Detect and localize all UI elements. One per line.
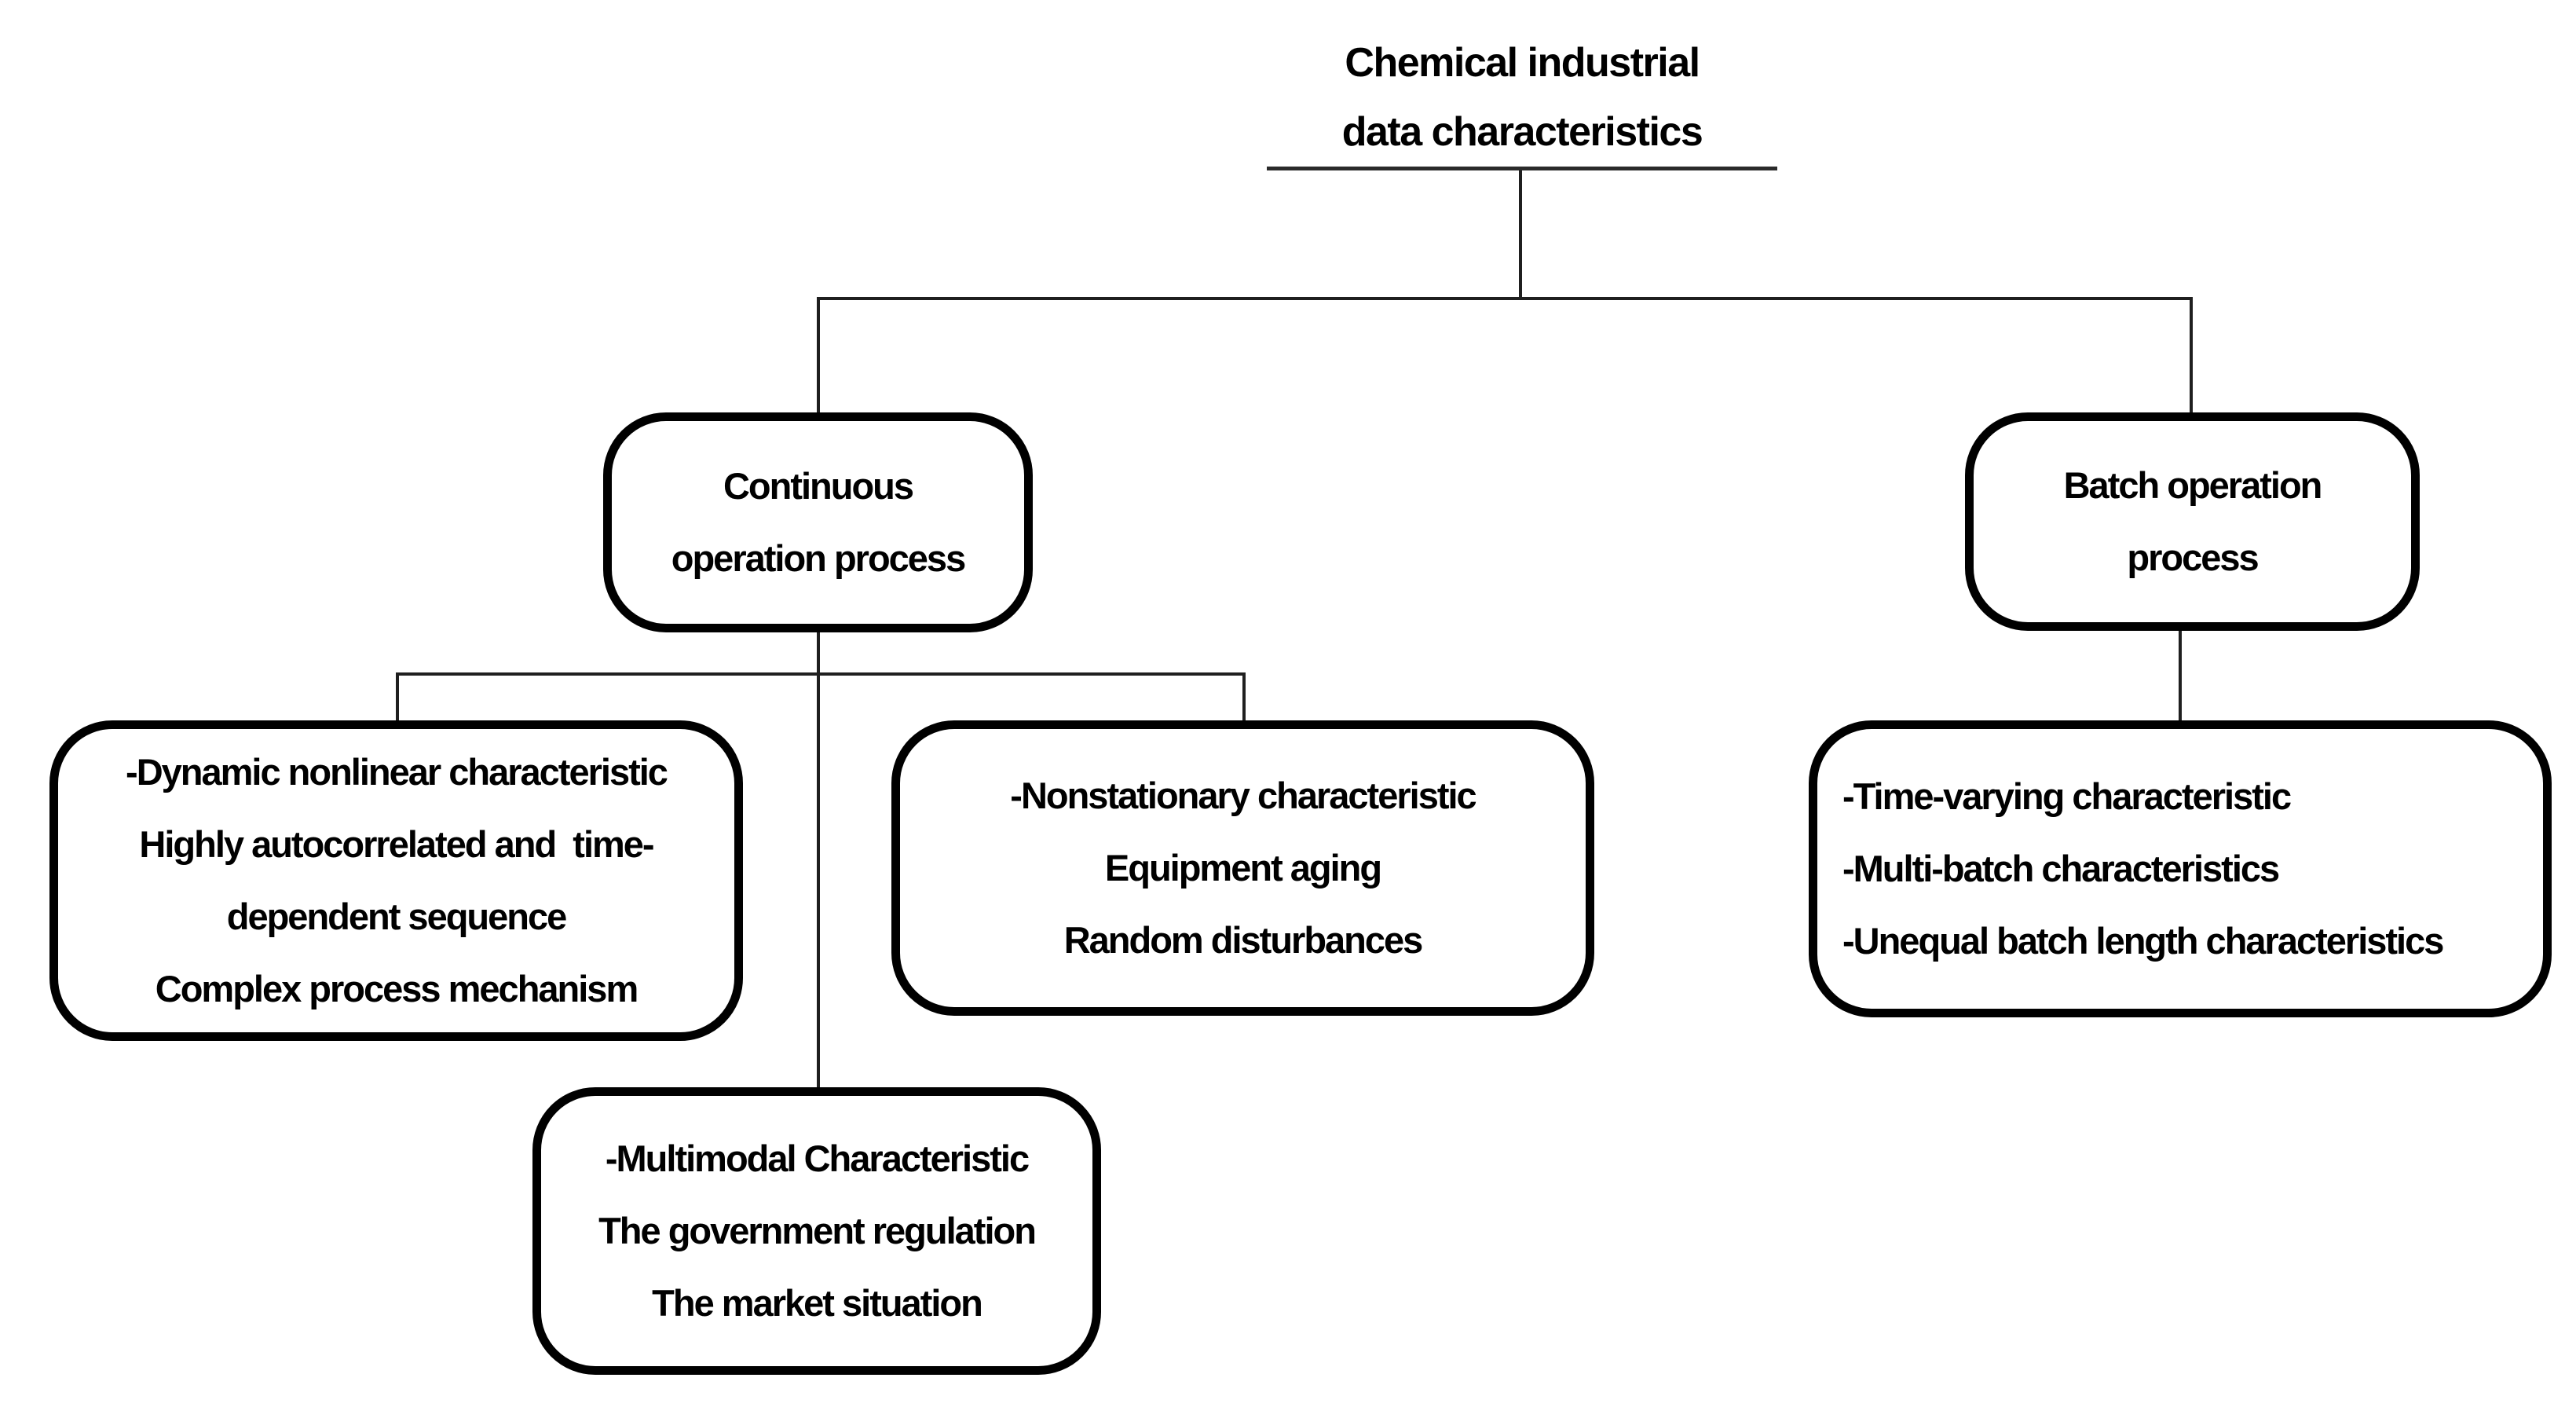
node-line: Highly autocorrelated and time- (139, 823, 654, 865)
connector-subbranch-to-nonstationary (1242, 672, 1246, 724)
connector-main-branch (817, 297, 2193, 300)
node-line: -Nonstationary characteristic (1010, 775, 1476, 816)
node-line: -Time-varying characteristic (1842, 775, 2292, 817)
title-underline (1267, 167, 1777, 170)
node-line: Continuous (723, 465, 914, 507)
node-multimodal-characteristic: -Multimodal Characteristic The governmen… (532, 1087, 1101, 1375)
node-line: -Multi-batch characteristics (1842, 848, 2280, 889)
connector-continuous-sub-branch (396, 672, 1246, 676)
node-line: process (2127, 537, 2259, 578)
title-line-1: Chemical industrial (1345, 40, 1700, 86)
node-line: dependent sequence (226, 896, 567, 937)
connector-subbranch-to-dynamic (396, 672, 399, 724)
node-batch-operation-process: Batch operation process (1965, 412, 2420, 631)
connector-title-to-branch (1519, 170, 1522, 299)
connector-continuous-to-multimodal (817, 627, 820, 1090)
node-line: -Unequal batch length characteristics (1842, 920, 2444, 962)
node-line: The government regulation (598, 1210, 1037, 1251)
node-line: -Multimodal Characteristic (605, 1138, 1030, 1179)
title-line-2: data characteristics (1341, 109, 1703, 155)
node-line: Equipment aging (1104, 847, 1382, 889)
node-line: The market situation (652, 1282, 983, 1324)
node-line: Complex process mechanism (155, 968, 639, 1009)
connector-branch-to-continuous (817, 297, 820, 415)
node-dynamic-nonlinear-characteristic: -Dynamic nonlinear characteristic Highly… (49, 720, 743, 1041)
node-batch-characteristics: -Time-varying characteristic -Multi-batc… (1809, 720, 2552, 1017)
connector-batch-to-characteristics (2179, 625, 2182, 724)
diagram-title: Chemical industrial data characteristics (1267, 28, 1777, 167)
connector-branch-to-batch (2190, 297, 2193, 415)
node-continuous-operation-process: Continuous operation process (603, 412, 1033, 632)
node-line: operation process (671, 537, 966, 579)
node-line: Random disturbances (1063, 919, 1424, 961)
node-line: -Dynamic nonlinear characteristic (126, 751, 668, 793)
node-line: Batch operation (2063, 464, 2323, 506)
node-nonstationary-characteristic: -Nonstationary characteristic Equipment … (891, 720, 1594, 1016)
